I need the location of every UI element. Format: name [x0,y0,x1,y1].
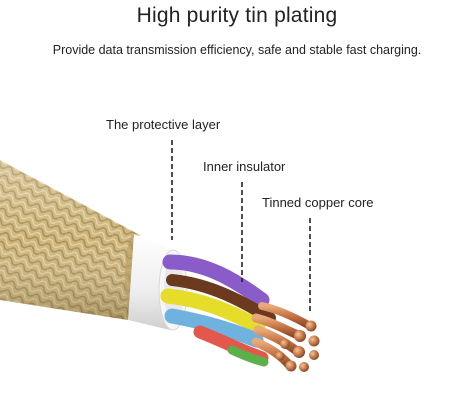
page-title: High purity tin plating [136,4,338,27]
braided-protective-layer [0,160,143,320]
colored-wires [160,254,276,367]
callout-protective-layer: The protective layer [106,117,221,132]
callout-inner-insulator: Inner insulator [203,159,286,174]
tinned-copper-core [251,302,320,372]
page-subtitle: Provide data transmission efficiency, sa… [52,43,422,57]
callout-copper-core: Tinned copper core [262,195,374,210]
